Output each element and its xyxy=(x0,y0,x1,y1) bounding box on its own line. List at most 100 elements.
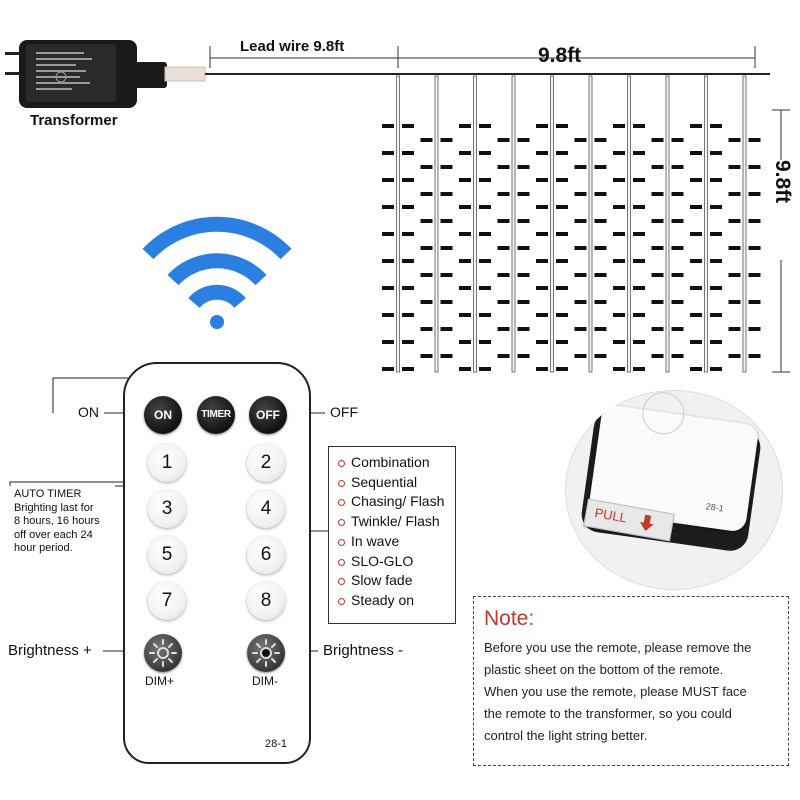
led-bulb xyxy=(613,340,625,344)
led-bulb xyxy=(420,354,433,358)
mode-item: Slow fade xyxy=(338,571,455,591)
led-bulb xyxy=(479,313,491,317)
led-bulb xyxy=(651,165,664,169)
off-callout: OFF xyxy=(330,404,358,420)
led-bulb xyxy=(402,340,414,344)
note-line: control the light string better. xyxy=(484,728,648,743)
led-bulb xyxy=(479,178,491,182)
led-bulb xyxy=(556,178,568,182)
led-bulb xyxy=(748,192,761,196)
led-bulb xyxy=(440,327,453,331)
led-bulb xyxy=(710,232,722,236)
led-bulb xyxy=(440,192,453,196)
led-bulb xyxy=(728,327,741,331)
led-bulb xyxy=(440,138,453,142)
led-bulb xyxy=(440,165,453,169)
led-bulb xyxy=(536,205,548,209)
led-bulb xyxy=(497,246,510,250)
led-bulb xyxy=(497,165,510,169)
led-bulb xyxy=(728,354,741,358)
on-callout: ON xyxy=(78,404,99,420)
light-strand xyxy=(473,75,477,373)
mode-button-7[interactable]: 7 xyxy=(148,582,186,620)
led-bulb xyxy=(690,232,702,236)
light-strand xyxy=(588,75,593,373)
led-bulb xyxy=(633,124,645,128)
led-bulb xyxy=(574,246,587,250)
led-bulb xyxy=(382,232,394,236)
led-bulb xyxy=(690,340,702,344)
led-bulb xyxy=(497,192,510,196)
led-bulb xyxy=(382,313,394,317)
led-bulb xyxy=(690,178,702,182)
height-label: 9.8ft xyxy=(771,160,794,204)
led-bulb xyxy=(402,286,414,290)
led-bulb xyxy=(574,273,587,277)
mode-item: In wave xyxy=(338,532,455,552)
brightness-minus-callout: Brightness - xyxy=(323,642,404,659)
on-button[interactable]: ON xyxy=(144,396,182,434)
off-button[interactable]: OFF xyxy=(249,396,287,434)
led-bulb xyxy=(556,232,568,236)
dim-minus-button[interactable] xyxy=(247,634,285,672)
led-bulb xyxy=(613,124,625,128)
note-line: the remote to the transformer, so you co… xyxy=(484,706,732,721)
led-bulb xyxy=(556,151,568,155)
timer-button[interactable]: TIMER xyxy=(197,396,235,434)
led-bulb xyxy=(459,124,471,128)
led-bulb xyxy=(633,259,645,263)
mode-button-5[interactable]: 5 xyxy=(148,536,186,574)
led-bulb xyxy=(556,124,568,128)
led-bulb xyxy=(479,340,491,344)
led-bulb xyxy=(382,259,394,263)
transformer-icon xyxy=(5,40,770,108)
brightness-plus-callout: Brightness + xyxy=(8,642,92,659)
mode-button-4[interactable]: 4 xyxy=(247,490,285,528)
led-bulb xyxy=(710,178,722,182)
light-strand xyxy=(550,75,554,373)
led-bulb xyxy=(690,124,702,128)
mode-button-2[interactable]: 2 xyxy=(247,444,285,482)
led-bulb xyxy=(459,286,471,290)
led-bulb xyxy=(671,192,684,196)
led-bulb xyxy=(459,205,471,209)
led-bulb xyxy=(690,151,702,155)
auto-timer-callout: AUTO TIMER Brighting last for 8 hours, 1… xyxy=(14,488,100,556)
led-bulb xyxy=(690,286,702,290)
dim-plus-button[interactable] xyxy=(144,634,182,672)
led-bulb xyxy=(594,165,607,169)
led-bulb xyxy=(517,246,530,250)
led-bulb xyxy=(651,273,664,277)
led-bulb xyxy=(536,367,548,371)
dim-minus-label: DIM- xyxy=(252,674,278,688)
led-bulb xyxy=(574,192,587,196)
mode-button-1[interactable]: 1 xyxy=(148,444,186,482)
led-bulb xyxy=(517,327,530,331)
led-bulb xyxy=(748,165,761,169)
led-bulb xyxy=(479,367,491,371)
led-bulb xyxy=(574,138,587,142)
led-bulb xyxy=(633,232,645,236)
led-bulb xyxy=(671,138,684,142)
mode-button-3[interactable]: 3 xyxy=(148,490,186,528)
led-bulb xyxy=(594,300,607,304)
led-bulb xyxy=(710,205,722,209)
led-bulb xyxy=(556,205,568,209)
led-bulb xyxy=(420,138,433,142)
led-bulb xyxy=(420,165,433,169)
led-bulb xyxy=(594,273,607,277)
led-bulb xyxy=(517,138,530,142)
led-bulb xyxy=(479,151,491,155)
led-bulb xyxy=(710,286,722,290)
led-bulb xyxy=(728,219,741,223)
led-bulb xyxy=(633,151,645,155)
pull-tab[interactable]: PULL xyxy=(583,498,675,542)
mode-button-6[interactable]: 6 xyxy=(247,536,285,574)
led-bulb xyxy=(536,151,548,155)
led-bulb xyxy=(517,300,530,304)
led-bulb xyxy=(710,124,722,128)
led-bulb xyxy=(633,178,645,182)
mode-button-8[interactable]: 8 xyxy=(247,582,285,620)
led-bulb xyxy=(671,300,684,304)
